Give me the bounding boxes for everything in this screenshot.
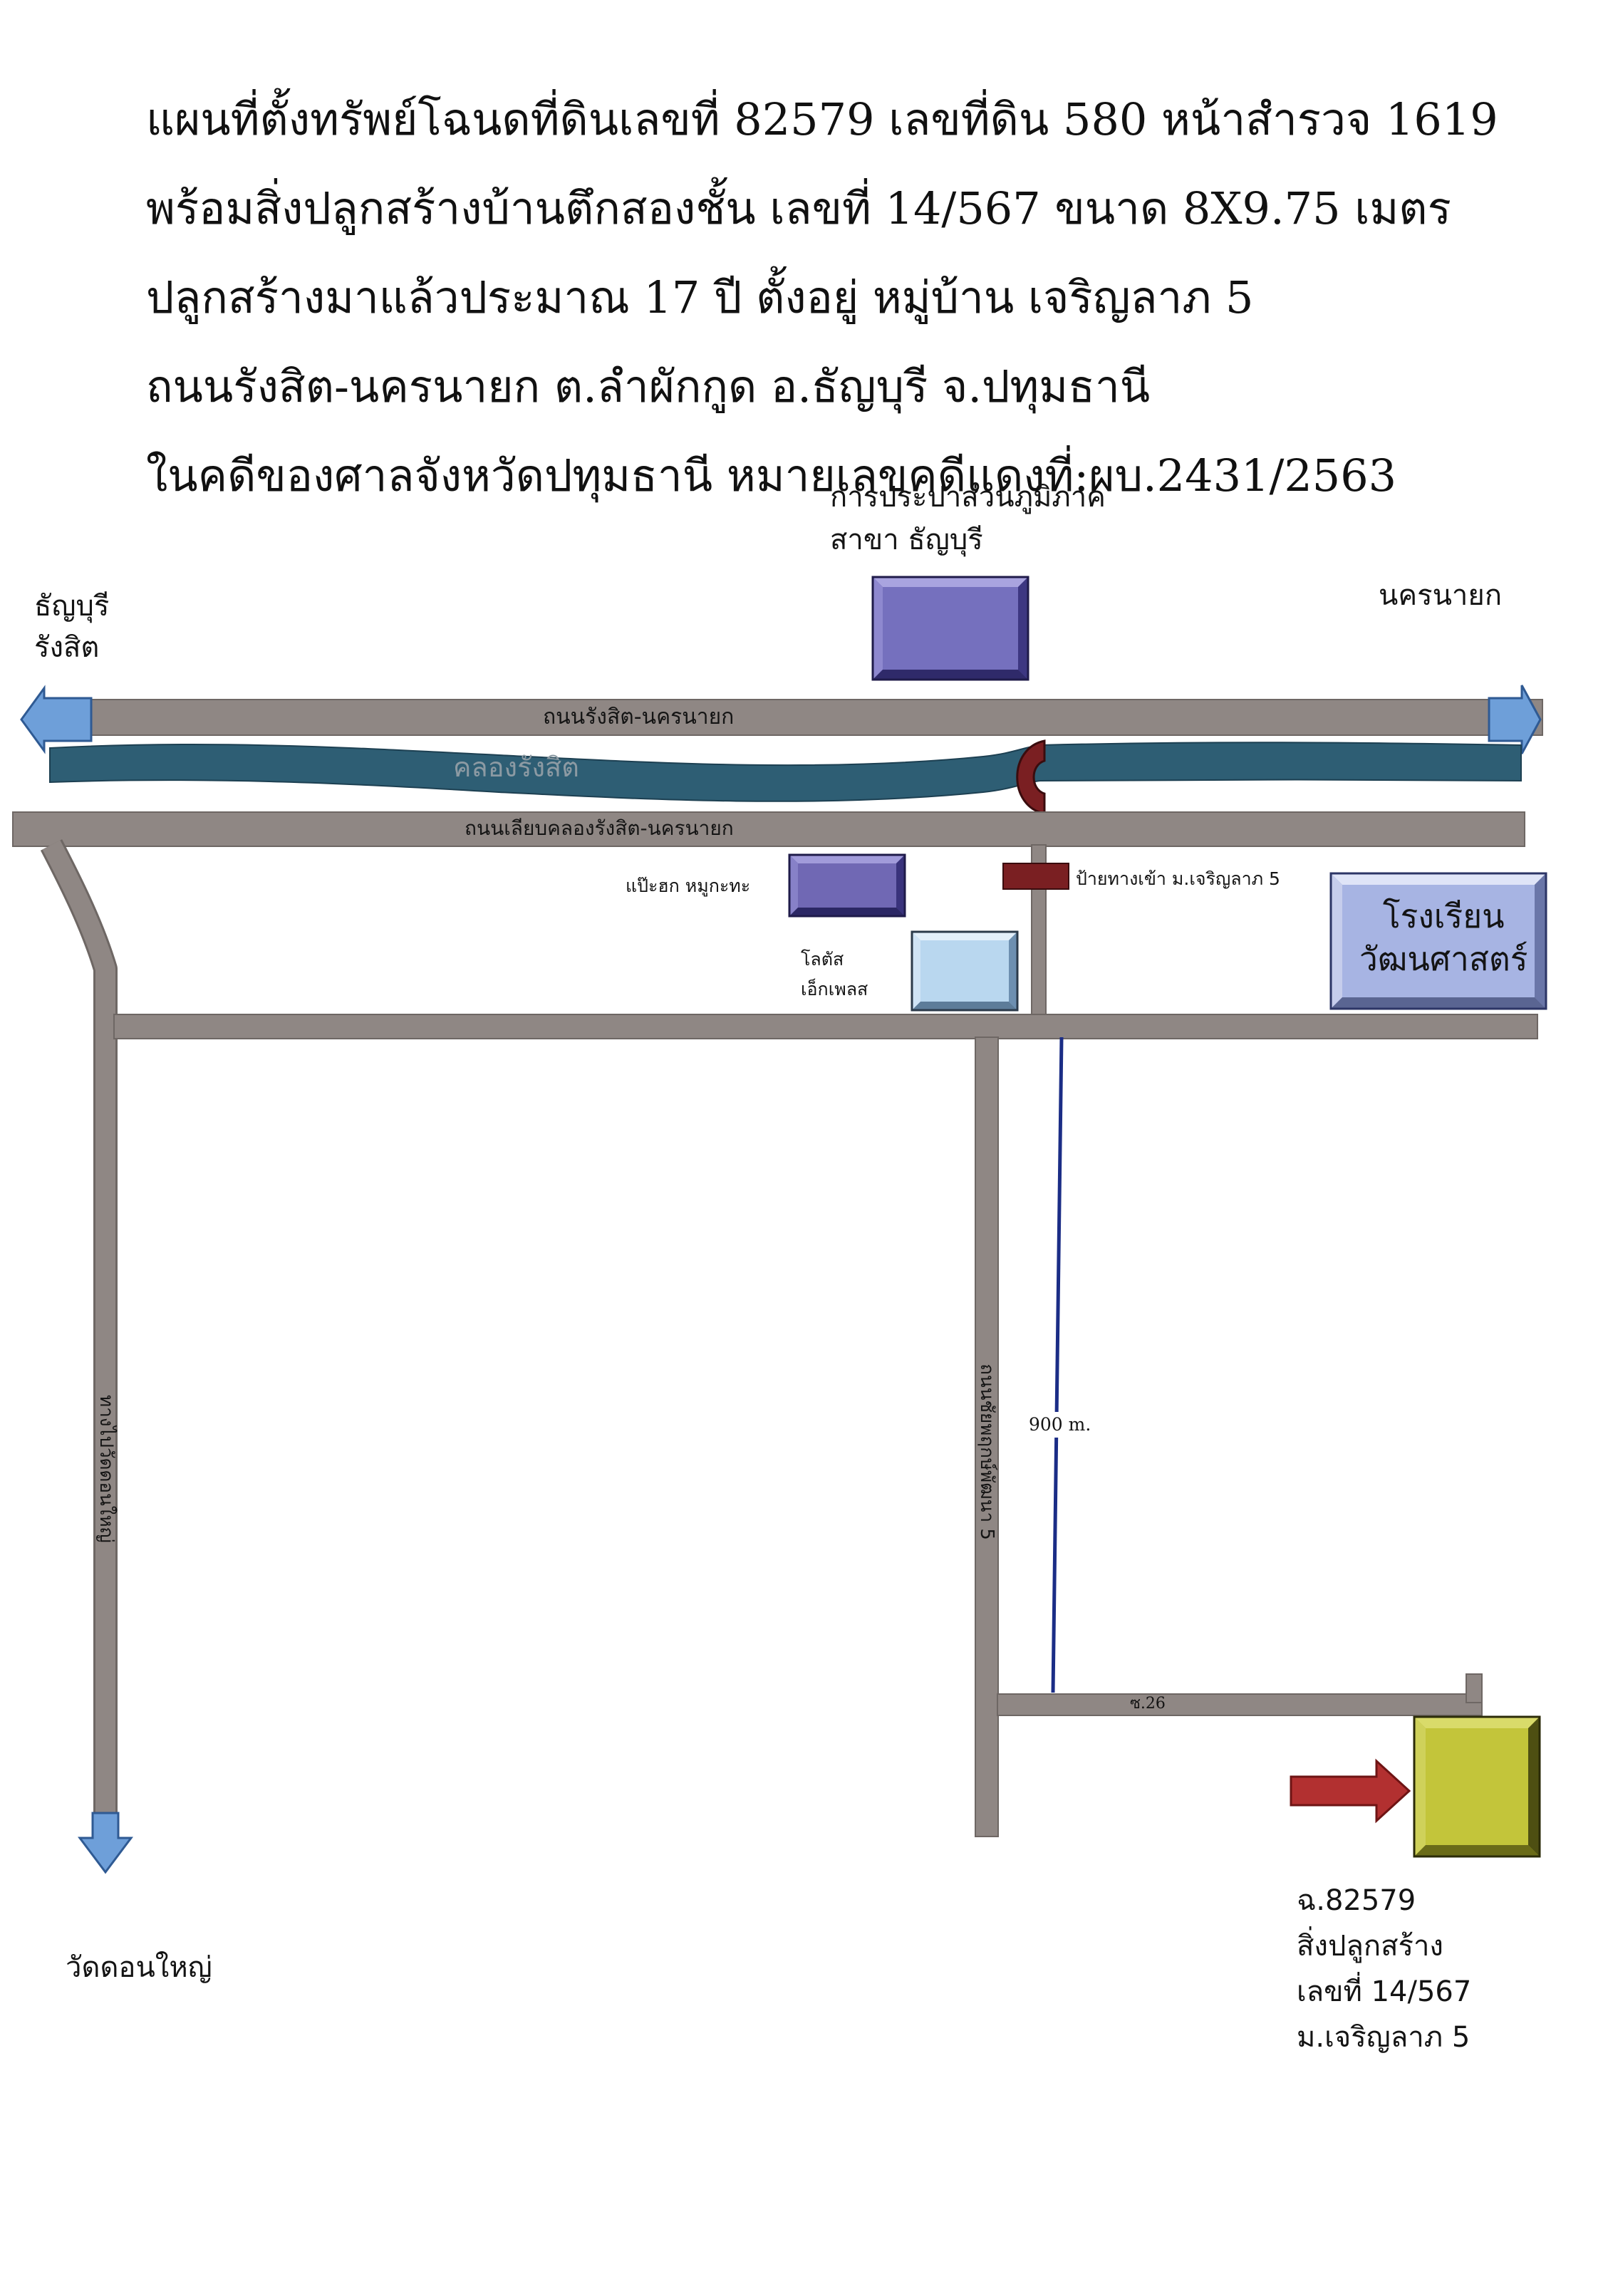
lotus-label: โลตัส เอ็กเพลส	[801, 949, 868, 999]
soi-end-stub	[1466, 1673, 1483, 1703]
title-line-2: พร้อมสิ่งปลูกสร้างบ้านตึกสองชั้น เลขที่ …	[146, 182, 1451, 234]
west-direction-label: ธัญบุรี รังสิต	[34, 590, 110, 664]
waterworks-label: การประปาส่วนภูมิภาค สาขา ธัญบุรี	[830, 481, 1106, 556]
title-line-3: ปลูกสร้างมาแล้วประมาณ 17 ปี ตั้งอยู่ หมู…	[146, 271, 1254, 323]
middle-road-label: ถนนชัยพฤกษ์พัฒนา 5	[976, 1363, 997, 1540]
waterworks-building	[871, 576, 1029, 681]
property-building	[1413, 1715, 1541, 1858]
left-road-label: ทางไปวัดดอนใหญ่	[95, 1395, 117, 1543]
lotus-express-building	[911, 930, 1019, 1012]
canal-side-road	[12, 811, 1525, 847]
main-road-label: ถนนรังสิต-นครนายก	[543, 705, 735, 729]
east-arrow-icon	[1488, 685, 1542, 754]
title-line-4: ถนนรังสิต-นครนายก ต.ลำผักกูด อ.ธัญบุรี จ…	[146, 360, 1151, 412]
title-line-1: แผนที่ตั้งทรัพย์โฉนดที่ดินเลขที่ 82579 เ…	[146, 93, 1498, 145]
south-arrow-icon	[78, 1812, 133, 1874]
distance-line	[1051, 1037, 1064, 1693]
property-label: ฉ.82579 สิ่งปลูกสร้าง เลขที่ 14/567 ม.เจ…	[1297, 1884, 1472, 2054]
pahuk-label: แป๊ะฮก หมูกะทะ	[626, 876, 751, 896]
canal-side-road-label: ถนนเลียบคลองรังสิต-นครนายก	[465, 816, 734, 840]
property-pointer-arrow-icon	[1290, 1758, 1411, 1824]
east-direction-label: นครนายก	[1379, 579, 1503, 612]
main-road	[42, 699, 1543, 736]
title-line-5: ในคดีของศาลจังหวัดปทุมธานี หมายเลขคดีแดง…	[146, 450, 1397, 502]
cross-road	[113, 1014, 1538, 1039]
distance-label: 900 m.	[1029, 1412, 1091, 1438]
soi-26-label: ซ.26	[1130, 1695, 1166, 1713]
school-label: โรงเรียน วัฒนศาสตร์	[1359, 897, 1528, 978]
map-title: แผนที่ตั้งทรัพย์โฉนดที่ดินเลขที่ 82579 เ…	[146, 75, 1571, 520]
middle-road	[975, 1037, 999, 1837]
village-sign-marker	[1002, 863, 1069, 890]
canal-khlong-rangsit	[49, 742, 1522, 802]
temple-label: วัดดอนใหญ่	[66, 1951, 212, 1984]
west-arrow-icon	[20, 685, 93, 754]
village-sign-label: ป้ายทางเข้า ม.เจริญลาภ 5	[1076, 868, 1280, 889]
school-building	[1329, 872, 1547, 1010]
canal-label: คลองรังสิต	[453, 752, 579, 783]
soi-26-road	[997, 1693, 1483, 1716]
pahuk-restaurant-building	[788, 853, 906, 918]
